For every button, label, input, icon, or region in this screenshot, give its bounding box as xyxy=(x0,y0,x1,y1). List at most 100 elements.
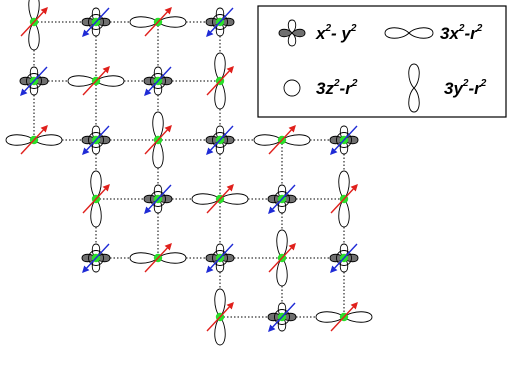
site-3x2-r2 xyxy=(67,65,125,96)
orbital-lobe xyxy=(5,134,35,146)
legend-icon-3y2-r2 xyxy=(408,63,420,113)
site-3y2-r2 xyxy=(144,111,172,169)
site-x2-y2 xyxy=(143,184,173,215)
legend-label-3z2-r2: 3z2-r2 xyxy=(316,78,358,98)
spin-up-arrow xyxy=(206,183,234,214)
legend-frame xyxy=(257,5,507,118)
spin-down-arrow xyxy=(268,184,296,215)
site-3x2-r2 xyxy=(5,124,63,155)
spin-down-arrow xyxy=(206,7,234,38)
spin-up-arrow xyxy=(206,65,234,96)
spin-up-arrow xyxy=(206,301,234,332)
orbital-lobe xyxy=(95,75,125,87)
spin-down-arrow xyxy=(82,243,110,274)
site-x2-y2 xyxy=(81,125,111,156)
site-3y2-r2 xyxy=(206,52,234,110)
site-x2-y2 xyxy=(267,184,297,215)
orbital-ring xyxy=(274,191,290,207)
spin-up-arrow xyxy=(330,183,358,214)
orbital-ring xyxy=(88,250,104,266)
site-x2-y2 xyxy=(205,243,235,274)
spin-up-arrow xyxy=(20,124,48,155)
orbital-lobe xyxy=(90,170,102,200)
orbital-ring xyxy=(336,250,352,266)
site-x2-y2 xyxy=(267,302,297,333)
spin-up-arrow xyxy=(330,301,358,332)
spin-down-arrow xyxy=(206,243,234,274)
orbital-lobe xyxy=(152,139,164,169)
orbital-lobe xyxy=(67,75,97,87)
orbital-ring xyxy=(212,250,228,266)
site-x2-y2 xyxy=(329,125,359,156)
spin-up-arrow xyxy=(144,124,172,155)
spin-up-arrow xyxy=(144,6,172,37)
legend-box: x2- y2 3x2-r2 3z2-r2 3y2-r2 xyxy=(257,5,507,118)
orbital-ring xyxy=(150,73,166,89)
site-x2-y2 xyxy=(205,125,235,156)
spin-up-arrow xyxy=(82,183,110,214)
orbital-lobe xyxy=(157,16,187,28)
site-x2-y2 xyxy=(329,243,359,274)
orbital-lobe xyxy=(219,193,249,205)
orbital-lobe xyxy=(276,257,288,287)
orbital-lobe xyxy=(214,80,226,110)
orbital-lobe xyxy=(152,111,164,141)
spin-up-arrow xyxy=(144,242,172,273)
spin-up-arrow xyxy=(20,6,48,37)
spin-up-arrow xyxy=(82,65,110,96)
legend-icon-3x2-r2 xyxy=(384,27,434,39)
orbital-ring xyxy=(274,309,290,325)
site-3y2-r2 xyxy=(330,170,358,228)
orbital-lobe xyxy=(129,252,159,264)
orbital-lobe xyxy=(338,198,350,228)
orbital-lobe xyxy=(253,134,283,146)
orbital-lobe xyxy=(90,198,102,228)
site-3x2-r2 xyxy=(315,301,373,332)
orbital-ring xyxy=(336,132,352,148)
orbital-ring xyxy=(150,191,166,207)
legend-icon-x2-y2 xyxy=(278,19,306,47)
spin-down-arrow xyxy=(20,66,48,97)
lattice-sites xyxy=(5,0,373,346)
site-3y2-r2 xyxy=(268,229,296,287)
site-x2-y2 xyxy=(81,243,111,274)
site-3y2-r2 xyxy=(20,0,48,51)
spin-down-arrow xyxy=(144,66,172,97)
legend-label-x2-y2: x2- y2 xyxy=(315,23,357,43)
site-3x2-r2 xyxy=(129,6,187,37)
orbital-lobe xyxy=(214,288,226,318)
site-x2-y2 xyxy=(81,7,111,38)
orbital-lobe xyxy=(33,134,63,146)
legend-icon-3z2-r2 xyxy=(283,79,301,97)
spin-up-arrow xyxy=(268,124,296,155)
orbital-lobe xyxy=(338,170,350,200)
orbital-lobe xyxy=(28,0,40,23)
orbital-lobe xyxy=(214,52,226,82)
orbital-lobe xyxy=(343,311,373,323)
site-3x2-r2 xyxy=(191,183,249,214)
spin-down-arrow xyxy=(206,125,234,156)
spin-up-arrow xyxy=(268,242,296,273)
orbital-lobe xyxy=(214,316,226,346)
spin-down-arrow xyxy=(144,184,172,215)
site-3x2-r2 xyxy=(129,242,187,273)
legend-label-3x2-r2: 3x2-r2 xyxy=(440,23,483,43)
orbital-ring xyxy=(212,14,228,30)
orbital-ring xyxy=(26,73,42,89)
site-3y2-r2 xyxy=(82,170,110,228)
site-x2-y2 xyxy=(19,66,49,97)
orbital-lobe xyxy=(28,21,40,51)
spin-down-arrow xyxy=(82,125,110,156)
spin-down-arrow xyxy=(268,302,296,333)
orbital-lobe xyxy=(281,134,311,146)
orbital-ring xyxy=(212,132,228,148)
spin-down-arrow xyxy=(330,125,358,156)
site-x2-y2 xyxy=(205,7,235,38)
site-3x2-r2 xyxy=(253,124,311,155)
spin-down-arrow xyxy=(82,7,110,38)
site-3y2-r2 xyxy=(206,288,234,346)
legend-label-3y2-r2: 3y2-r2 xyxy=(444,78,487,98)
orbital-ring xyxy=(88,132,104,148)
orbital-lobe xyxy=(315,311,345,323)
